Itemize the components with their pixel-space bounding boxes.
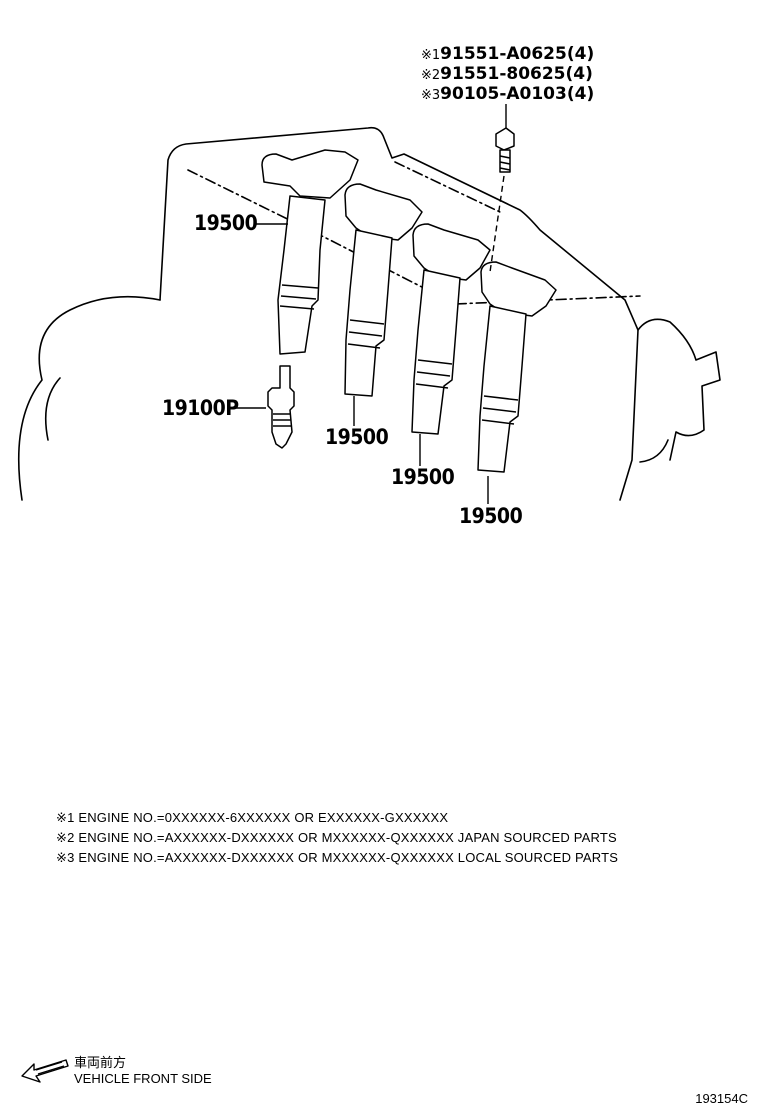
engine-outline xyxy=(159,126,639,501)
ignition-coil-4 xyxy=(477,261,557,473)
engine-left-curve xyxy=(44,377,61,441)
engine-right-lower xyxy=(639,439,669,463)
note-1: ※1 ENGINE NO.=0XXXXXX-6XXXXXX OR EXXXXXX… xyxy=(56,810,449,825)
callout-coil-3: 19500 xyxy=(391,465,455,489)
fastener-part-number: 91551-80625(4) xyxy=(440,64,593,84)
callout-spark-plug: 19100P xyxy=(162,396,239,420)
ignition-coil-1 xyxy=(261,149,359,355)
fastener-2: ※291551-80625(4) xyxy=(421,64,593,86)
callout-coil-2: 19500 xyxy=(325,425,389,449)
fastener-part-number: 90105-A0103(4) xyxy=(440,84,595,104)
engine-right-housing xyxy=(637,318,721,461)
direction-label-jp: 車両前方 xyxy=(74,1055,127,1070)
head-dashed-line xyxy=(187,169,641,305)
fastener-marker: ※2 xyxy=(421,68,441,83)
ignition-coil-3 xyxy=(411,223,491,435)
note-2: ※2 ENGINE NO.=AXXXXXX-DXXXXXX OR MXXXXXX… xyxy=(56,830,617,845)
fastener-part-number: 91551-A0625(4) xyxy=(440,44,595,64)
fastener-marker: ※1 xyxy=(421,48,441,63)
leader-bolt-dashed xyxy=(489,175,505,273)
arrow-left-icon xyxy=(21,1059,69,1083)
fastener-3: ※390105-A0103(4) xyxy=(421,84,594,106)
engine-left-bulge xyxy=(17,295,161,501)
bolt xyxy=(495,127,515,173)
direction-label-en: VEHICLE FRONT SIDE xyxy=(74,1071,212,1086)
figure-number: 193154C xyxy=(695,1091,748,1106)
note-3: ※3 ENGINE NO.=AXXXXXX-DXXXXXX OR MXXXXXX… xyxy=(56,850,619,865)
callout-coil-1: 19500 xyxy=(194,211,258,235)
fastener-marker: ※3 xyxy=(421,88,441,103)
spark-plug xyxy=(267,365,295,449)
ignition-coil-2 xyxy=(344,183,423,397)
callout-coil-4: 19500 xyxy=(459,504,523,528)
fastener-1: ※191551-A0625(4) xyxy=(421,44,594,66)
cover-dashed-line xyxy=(394,161,501,213)
